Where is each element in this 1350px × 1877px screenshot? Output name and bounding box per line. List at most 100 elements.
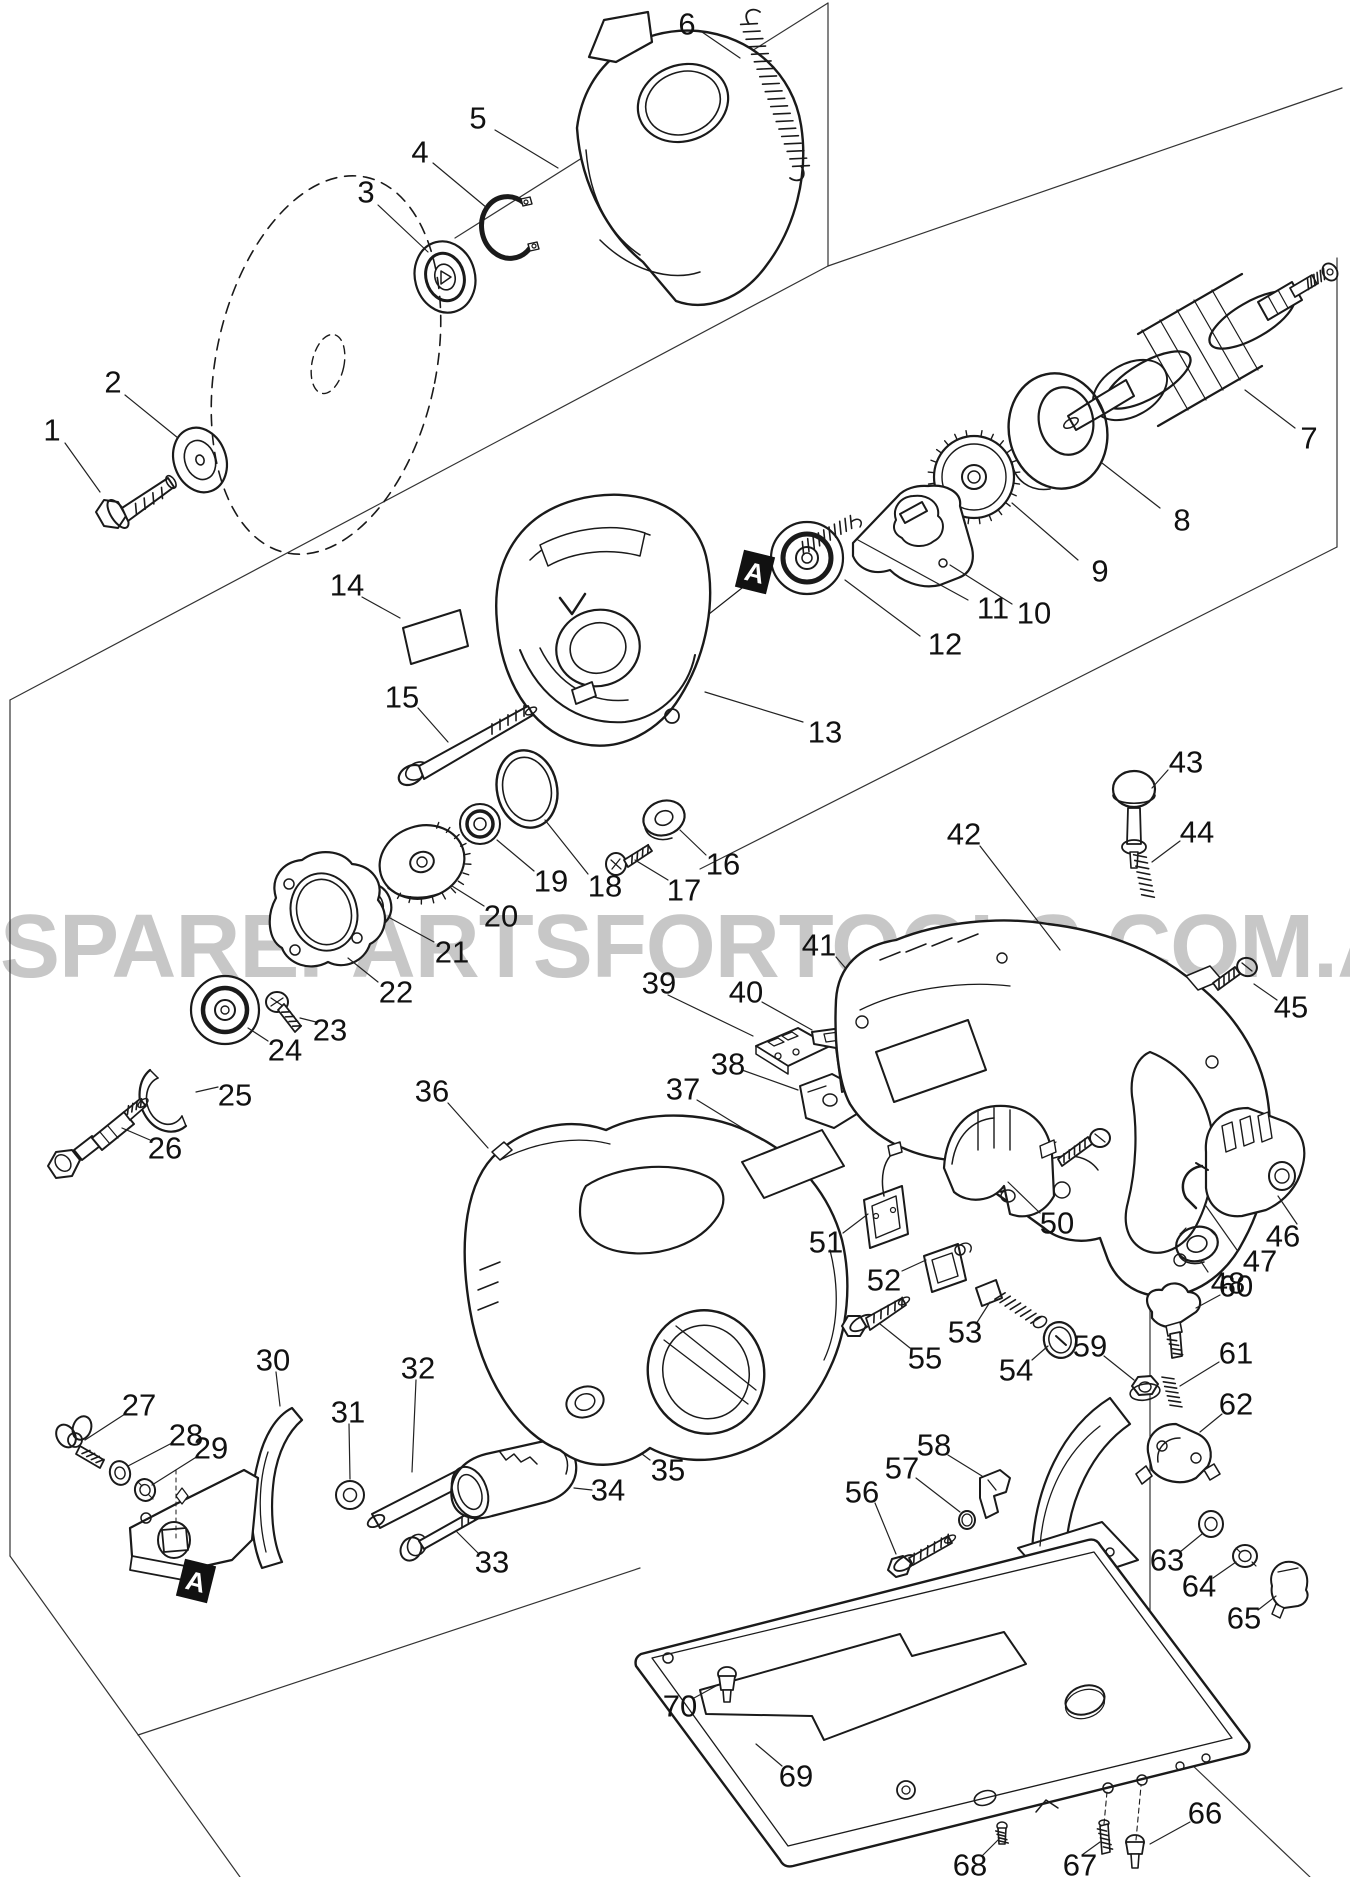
part-37-name-plate: 37: [666, 1072, 845, 1199]
leader-line-37: [696, 1099, 763, 1141]
part-13-blade-case: 13: [495, 493, 842, 750]
part-number-66: 66: [1188, 1796, 1222, 1831]
part-number-65: 65: [1227, 1601, 1261, 1636]
leader-line-20: [451, 885, 485, 907]
part-57-o-ring-small: 57: [885, 1451, 976, 1530]
part-65-lever-cap: 65: [1227, 1560, 1309, 1636]
part-62-angle-bracket: 62: [1135, 1387, 1253, 1485]
leader-line-12: [844, 579, 921, 637]
part-number-3: 3: [357, 175, 374, 210]
part-50-motor-bracket: 50: [942, 1104, 1074, 1241]
part-number-48: 48: [1211, 1266, 1245, 1301]
part-27-wing-bolt: 27: [55, 1388, 156, 1469]
part-number-43: 43: [1169, 745, 1203, 780]
part-number-12: 12: [928, 627, 962, 662]
part-number-32: 32: [401, 1351, 435, 1386]
leader-line-9: [1011, 502, 1079, 561]
part-number-25: 25: [218, 1078, 252, 1113]
leader-line-40: [761, 1001, 813, 1031]
part-64-lock-washer: 64: [1182, 1544, 1258, 1604]
leader-line-45: [1253, 983, 1278, 1001]
part-number-64: 64: [1182, 1569, 1216, 1604]
part-2-outer-flange-washer: 2: [104, 365, 229, 494]
part-number-8: 8: [1173, 503, 1190, 538]
part-number-47: 47: [1243, 1244, 1277, 1279]
part-number-5: 5: [469, 101, 486, 136]
part-number-23: 23: [313, 1013, 347, 1048]
part-number-10: 10: [1017, 596, 1051, 631]
part-number-2: 2: [104, 365, 121, 400]
leader-line-53: [975, 1301, 991, 1325]
part-19-ball-bearing-small: 19: [459, 803, 568, 899]
leader-line-38: [741, 1069, 799, 1091]
part-36-motor-housing: 36: [415, 1074, 849, 1466]
part-32-pivot-pin: 32: [366, 1351, 472, 1529]
leader-line-31: [348, 1423, 351, 1480]
leader-line-54: [1031, 1345, 1049, 1361]
leader-line-57: [915, 1477, 961, 1513]
part-52-carbon-brush: 52: [867, 1242, 972, 1298]
leader-line-69: [755, 1743, 783, 1767]
part-number-55: 55: [908, 1341, 942, 1376]
leader-line-13: [704, 691, 804, 723]
leader-line-46: [1277, 1195, 1298, 1225]
part-69-base-plate: 69: [634, 1538, 1251, 1868]
leader-line-43: [1151, 769, 1169, 789]
part-7-armature: 7: [1063, 262, 1339, 456]
leader-line-51: [842, 1213, 869, 1234]
part-9-helical-gear: 9: [927, 430, 1109, 589]
leader-line-22: [347, 957, 379, 983]
part-14-label-sticker: 14: [330, 568, 469, 665]
part-18-o-ring: 18: [495, 749, 622, 904]
part-1-hex-flange-bolt: 1: [43, 413, 177, 529]
leader-line-28: [127, 1442, 173, 1467]
part-number-63: 63: [1150, 1543, 1184, 1578]
part-45-tapping-screw: 45: [1212, 956, 1308, 1025]
part-number-4: 4: [411, 135, 428, 170]
part-38-switch-lever: 38: [711, 1047, 861, 1129]
part-number-45: 45: [1274, 990, 1308, 1025]
view-marker-A-1: A: [734, 549, 776, 595]
part-number-14: 14: [330, 568, 364, 603]
leader-line-17: [634, 859, 669, 881]
part-55-hex-bolt: 55: [841, 1296, 942, 1376]
part-34-split-sleeve: 34: [450, 1440, 625, 1520]
leader-line-26: [121, 1127, 151, 1141]
leader-line-55: [879, 1323, 911, 1349]
part-39-terminal-block: 39: [642, 966, 831, 1075]
part-number-40: 40: [729, 975, 763, 1010]
leader-line-30: [275, 1371, 281, 1407]
part-17-pan-head-screw: 17: [605, 843, 701, 908]
leader-line-42: [979, 845, 1061, 951]
leader-line-62: [1199, 1413, 1223, 1433]
part-number-20: 20: [484, 899, 518, 934]
part-number-34: 34: [591, 1473, 625, 1508]
part-number-59: 59: [1073, 1329, 1107, 1364]
leader-line-16: [679, 829, 707, 856]
part-number-41: 41: [802, 928, 836, 963]
leader-line-2: [124, 394, 179, 439]
part-59-hex-nut: 59: [1073, 1329, 1161, 1402]
leader-line-29: [151, 1455, 199, 1486]
part-5-safety-cover: 5: [469, 10, 805, 306]
part-number-24: 24: [268, 1033, 302, 1068]
leader-line-1: [64, 442, 101, 493]
leader-line-56: [874, 1502, 897, 1555]
part-44-spring-small: 44: [1132, 815, 1214, 899]
part-number-29: 29: [194, 1431, 228, 1466]
part-61-spring-small: 61: [1161, 1336, 1253, 1408]
part-number-7: 7: [1300, 421, 1317, 456]
part-number-21: 21: [435, 935, 469, 970]
part-56-hex-bolt: 56: [845, 1475, 957, 1578]
panel-borders: [9, 2, 1343, 1877]
part-number-61: 61: [1219, 1336, 1253, 1371]
part-23-flat-head-screw: 23: [265, 991, 347, 1048]
part-number-30: 30: [256, 1343, 290, 1378]
leader-line-36: [447, 1102, 489, 1149]
part-67-set-screw: 67: [1063, 1819, 1114, 1877]
part-number-67: 67: [1063, 1848, 1097, 1877]
part-number-22: 22: [379, 975, 413, 1010]
leader-line-47: [1205, 1205, 1238, 1251]
part-6-tension-spring: 6: [678, 7, 811, 182]
